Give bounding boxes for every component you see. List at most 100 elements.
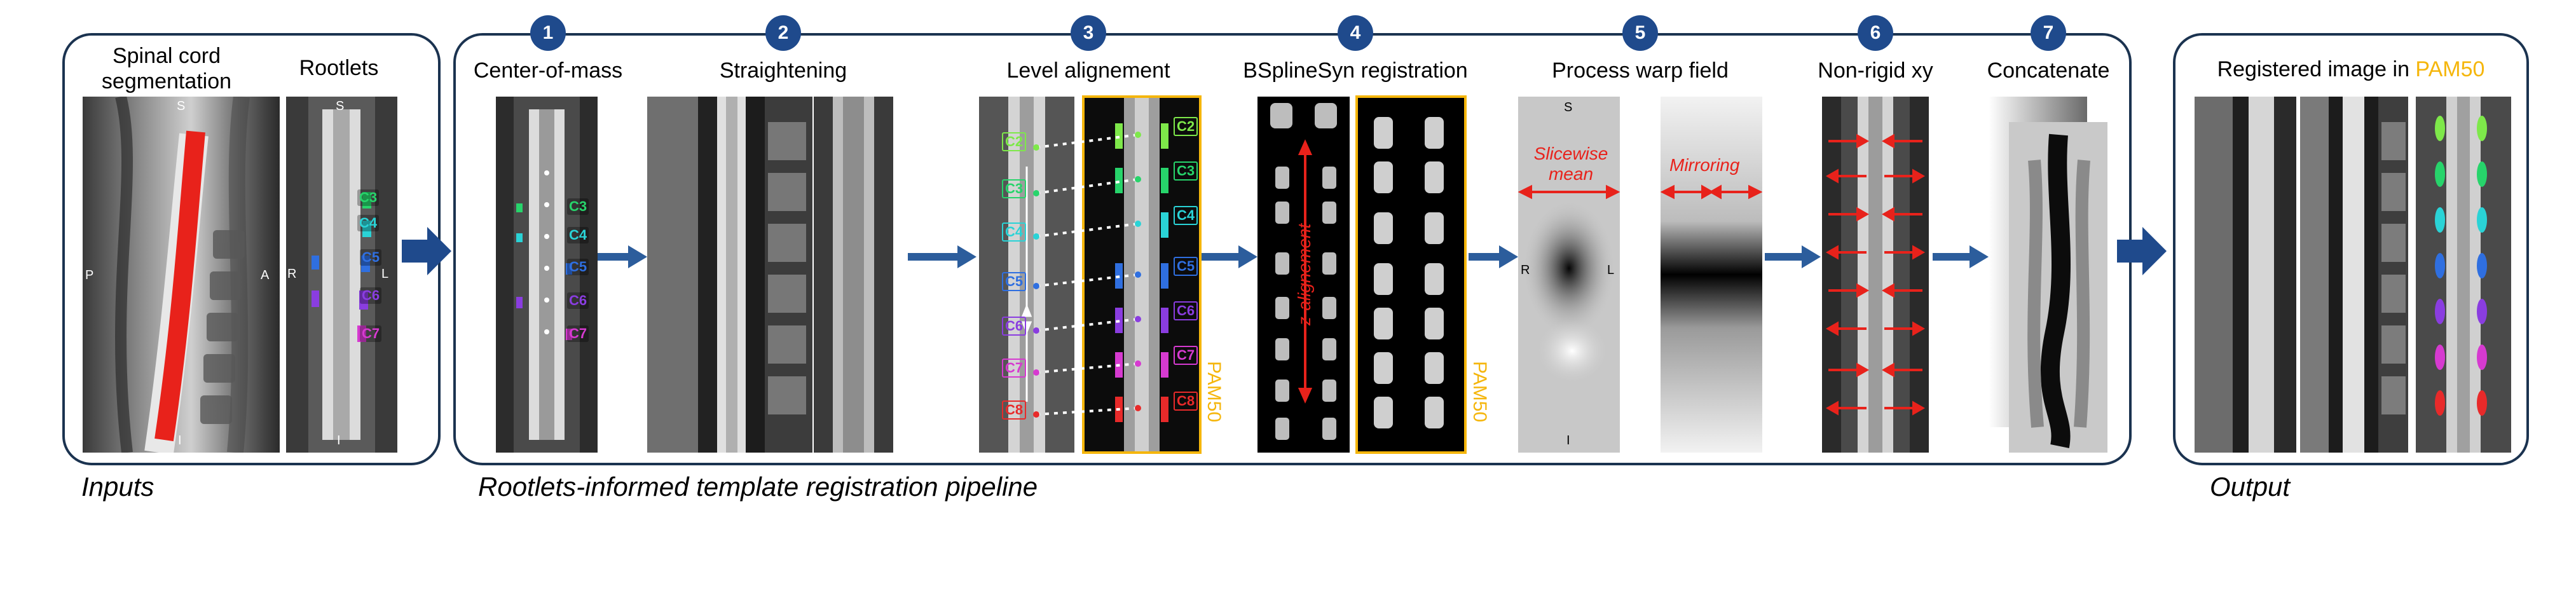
xy-arrow-head	[1912, 245, 1926, 260]
step3-pam50-image: C2 C3 C4 C5 C6 C7 C8	[1082, 95, 1202, 454]
rootlet-level-c3: C3	[357, 189, 380, 206]
output-rootlet-blob	[2435, 116, 2445, 141]
step6-nonrigid-image	[1822, 97, 1929, 453]
orient5-l: L	[1607, 263, 1615, 277]
arrow-step1-to-step2	[598, 245, 647, 268]
step-3-title: Level alignement	[1006, 58, 1170, 83]
step7-warp-front	[2009, 122, 2107, 453]
step3-pam-c7: C7	[1174, 346, 1198, 365]
sagittal-segmentation-image: S I P A	[83, 97, 280, 453]
xy-arrow-head	[1825, 245, 1839, 260]
output-title-highlight: PAM50	[2415, 57, 2485, 81]
xy-arrow-head	[1912, 400, 1926, 416]
step4-pam50-label: PAM50	[1469, 361, 1490, 423]
step-4-title: BSplineSyn registration	[1243, 58, 1468, 83]
step1-level-c7: C7	[567, 325, 589, 342]
arrow-pipeline-to-output	[2117, 227, 2167, 275]
output-caption: Output	[2210, 472, 2291, 502]
step1-level-c6: C6	[567, 292, 589, 309]
step3-pam-c6: C6	[1174, 301, 1198, 320]
xy-arrow-head	[1856, 283, 1870, 298]
orient-l: L	[381, 267, 389, 281]
step3-subj-c8: C8	[1002, 400, 1027, 420]
output-title: Registered image in PAM50	[2217, 57, 2485, 82]
xy-arrow-head	[1881, 133, 1894, 149]
rootlets-image: C3 C4 C5 C6 C7 S R L I	[286, 97, 397, 453]
output-rootlet-blob	[2435, 390, 2445, 416]
xy-arrow-head	[1856, 207, 1870, 222]
step-6-badge: 6	[1858, 15, 1893, 51]
orient-i2: I	[337, 434, 341, 448]
output-sagittal-image	[2195, 97, 2296, 453]
step3-subj-c5: C5	[1002, 272, 1027, 291]
orient5-s: S	[1564, 100, 1573, 114]
rootlet-level-c6: C6	[360, 287, 382, 304]
step3-subj-c3: C3	[1002, 179, 1027, 198]
output-rootlet-blob	[2477, 345, 2487, 370]
step3-subj-c2: C2	[1002, 132, 1027, 151]
xy-arrow-head	[1881, 283, 1894, 298]
step-2-badge: 2	[765, 15, 801, 51]
step3-pam-c8: C8	[1174, 392, 1198, 411]
output-title-prefix: Registered image in	[2217, 57, 2416, 81]
step3-pam-c3: C3	[1174, 161, 1198, 181]
step3-subj-c6: C6	[1002, 317, 1027, 336]
step2-straightened-coronal	[814, 97, 893, 453]
step3-pam-c4: C4	[1174, 206, 1198, 225]
step-2-title: Straightening	[719, 58, 847, 83]
rootlet-level-c7: C7	[360, 325, 382, 342]
step1-center-of-mass-image: C3 C4 C5 C6 C7	[496, 97, 598, 453]
step4-pam50-vertebrae	[1355, 95, 1467, 454]
output-rootlet-blob	[2435, 299, 2445, 324]
arrow-step5-to-step6	[1765, 245, 1821, 268]
step3-pam-c2: C2	[1174, 117, 1198, 136]
arrow-step4-to-step5	[1469, 245, 1518, 268]
orient-p: P	[85, 268, 94, 282]
output-rootlet-blob	[2435, 207, 2445, 233]
step2-straightened-sagittal	[647, 97, 812, 453]
pipeline-caption: Rootlets-informed template registration …	[478, 472, 1038, 502]
arrow-step6-to-step7	[1933, 245, 1989, 268]
step-3-badge: 3	[1071, 15, 1106, 51]
z-alignment-label: z-alignement	[1294, 223, 1314, 325]
step3-subj-c4: C4	[1002, 222, 1027, 242]
rootlet-level-c4: C4	[357, 215, 380, 231]
step-6-title: Non-rigid xy	[1818, 58, 1933, 83]
step3-pam50-label: PAM50	[1203, 361, 1224, 423]
output-rootlet-blob	[2477, 116, 2487, 141]
step-5-title: Process warp field	[1552, 58, 1729, 83]
output-rootlet-blob	[2435, 161, 2445, 187]
step-1-badge: 1	[530, 15, 566, 51]
output-rootlet-blob	[2477, 207, 2487, 233]
orient5-r: R	[1521, 263, 1530, 277]
output-rootlet-blob	[2477, 161, 2487, 187]
spinal-cord-mask	[154, 130, 205, 442]
rootlet-level-c5: C5	[360, 249, 382, 266]
step-1-title: Center-of-mass	[473, 58, 623, 83]
xy-arrow-head	[1881, 362, 1894, 378]
step3-pam-c5: C5	[1174, 257, 1198, 276]
step1-level-c3: C3	[567, 198, 589, 215]
output-rootlet-blob	[2435, 345, 2445, 370]
step5-mirrored-field: Mirroring	[1661, 97, 1762, 453]
orient-i: I	[178, 434, 182, 448]
step3-subj-c7: C7	[1002, 359, 1027, 378]
step-7-badge: 7	[2031, 15, 2066, 51]
mirroring-label: Mirroring	[1669, 155, 1740, 175]
step-4-badge: 4	[1338, 15, 1373, 51]
xy-arrow-head	[1912, 168, 1926, 184]
step4-subject-vertebrae: z-alignement	[1257, 97, 1350, 453]
output-rootlet-blob	[2477, 253, 2487, 278]
step3-subject-image: C2 C3 C4 C5 C6 C7 C8	[979, 97, 1074, 453]
output-rootlet-blob	[2477, 390, 2487, 416]
step1-level-c4: C4	[567, 227, 589, 243]
step3-correspondence-lines	[1033, 132, 1141, 418]
output-rootlet-blob	[2435, 253, 2445, 278]
step-5-badge: 5	[1622, 15, 1658, 51]
orient-a: A	[261, 268, 270, 282]
step-7-title: Concatenate	[1987, 58, 2110, 83]
step1-level-c5: C5	[567, 259, 589, 275]
xy-arrow-head	[1912, 321, 1926, 336]
xy-arrow-head	[1825, 400, 1839, 416]
xy-arrow-head	[1825, 168, 1839, 184]
